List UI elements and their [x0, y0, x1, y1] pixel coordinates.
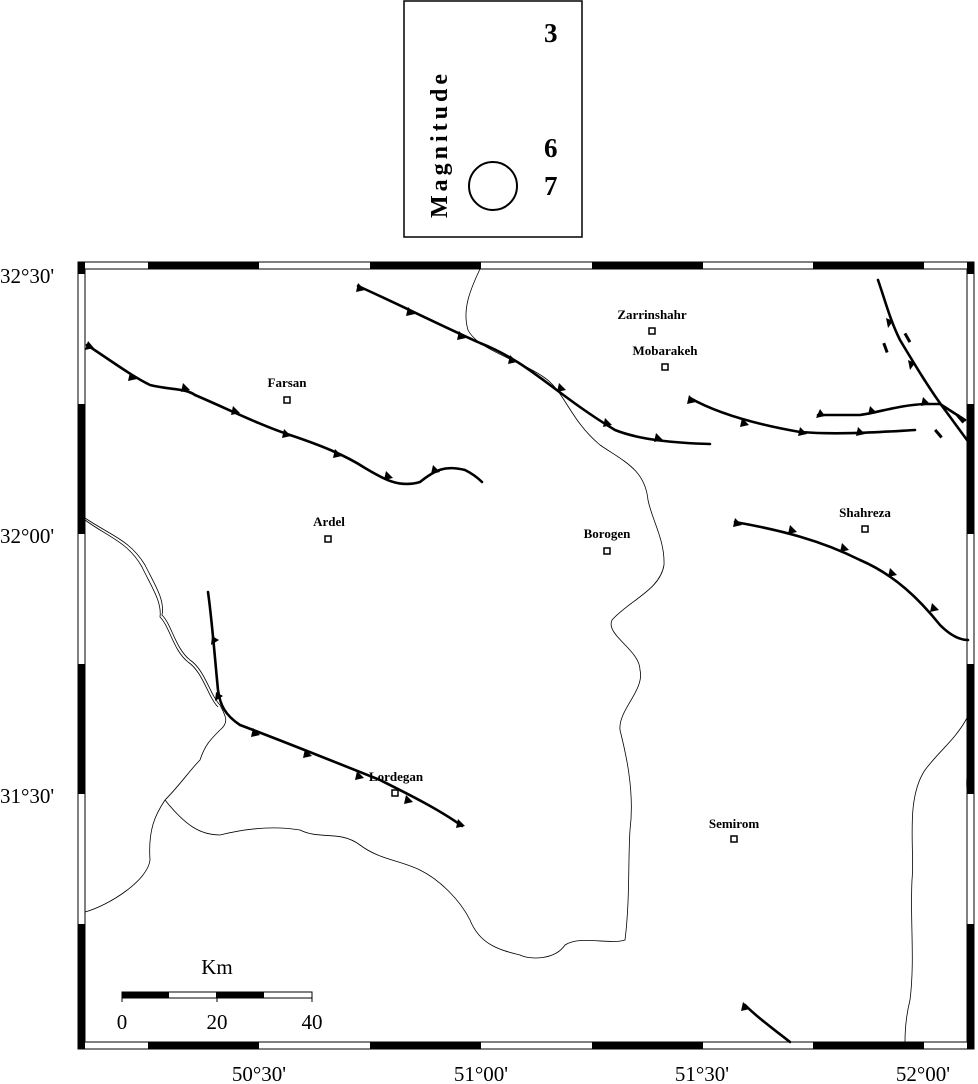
fault-lines: [85, 278, 970, 1044]
lon-label-51-00: 51°00': [454, 1062, 508, 1084]
fault-northeast-2: [876, 278, 969, 442]
fault-mobarakeh-east: [688, 396, 917, 435]
city-label-ardel: Ardel: [313, 514, 345, 529]
latitude-labels: 32°30' 32°00' 31°30': [0, 264, 54, 808]
lon-label-52-00: 52°00': [896, 1062, 950, 1084]
city-label-borogen: Borogen: [584, 526, 631, 541]
fault-teeth: [85, 283, 939, 1011]
legend-magnitude-7: 7: [544, 171, 558, 201]
magnitude-legend: Magnitude 3 6 7: [403, 0, 583, 238]
lon-label-50-30: 50°30': [232, 1062, 286, 1084]
city-label-zarrinshahr: Zarrinshahr: [617, 307, 687, 322]
lat-label-32-30: 32°30': [0, 264, 54, 288]
legend-frame: [403, 0, 583, 238]
city-label-mobarakeh: Mobarakeh: [633, 343, 699, 358]
scale-bar-tick-0: 0: [117, 1010, 128, 1034]
map-frame: [77, 261, 975, 1050]
legend-circle-magnitude-7: [468, 161, 518, 211]
lat-label-31-30: 31°30': [0, 784, 54, 808]
lat-label-32-00: 32°00': [0, 524, 54, 548]
lon-label-51-30: 51°30': [675, 1062, 729, 1084]
fault-semirom-south: [743, 1003, 792, 1044]
scale-bar-tick-20: 20: [207, 1010, 228, 1034]
city-ardel: Ardel: [313, 514, 345, 543]
city-label-farsan: Farsan: [268, 375, 308, 390]
fault-farsan: [85, 343, 484, 486]
legend-title: Magnitude: [427, 70, 453, 218]
city-mobarakeh: Mobarakeh: [633, 343, 699, 371]
city-semirom: Semirom: [709, 816, 759, 843]
legend-magnitude-6: 6: [544, 133, 558, 163]
legend-magnitude-3: 3: [544, 18, 558, 48]
cities: Zarrinshahr Mobarakeh Farsan Ardel Borog…: [268, 307, 891, 843]
city-lordegan: Lordegan: [369, 769, 424, 797]
longitude-labels: 50°30' 51°00' 51°30' 52°00': [232, 1062, 950, 1084]
boundary-lines: [84, 268, 970, 1043]
city-borogen: Borogen: [584, 526, 631, 555]
scale-bar-tick-40: 40: [302, 1010, 323, 1034]
fault-shahreza: [733, 520, 970, 642]
city-label-lordegan: Lordegan: [369, 769, 424, 784]
city-farsan: Farsan: [268, 375, 308, 404]
city-label-shahreza: Shahreza: [839, 505, 891, 520]
fault-zarrinshahr: [356, 284, 712, 446]
fault-lordegan: [206, 590, 464, 828]
fault-short-segments: [882, 332, 965, 439]
city-zarrinshahr: Zarrinshahr: [617, 307, 687, 335]
scale-bar: Km 0 20 40: [117, 955, 323, 1034]
scale-bar-unit: Km: [201, 955, 233, 979]
city-label-semirom: Semirom: [709, 816, 759, 831]
city-shahreza: Shahreza: [839, 505, 891, 533]
